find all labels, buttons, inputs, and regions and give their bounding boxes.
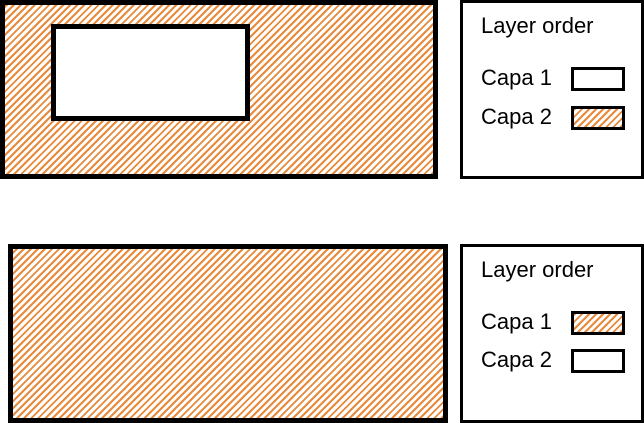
- legend-item-capa-1: Capa 1: [481, 307, 641, 337]
- legend-title: Layer order: [481, 13, 594, 38]
- legend-swatch-hatched: [571, 106, 625, 130]
- legend-title: Layer order: [481, 257, 594, 282]
- top-blank-layer: [51, 24, 250, 121]
- legend-item-capa-2: Capa 2: [481, 102, 641, 132]
- legend-swatch-blank: [571, 67, 625, 91]
- legend-item-label: Capa 1: [481, 65, 552, 90]
- legend-item-label: Capa 2: [481, 347, 552, 372]
- legend-item-capa-1: Capa 1: [481, 63, 641, 93]
- legend-item-label: Capa 1: [481, 309, 552, 334]
- legend-item-capa-2: Capa 2: [481, 345, 641, 375]
- top-legend: Layer order Capa 1 Capa 2: [460, 0, 644, 179]
- legend-swatch-hatched: [571, 311, 625, 335]
- legend-item-label: Capa 2: [481, 104, 552, 129]
- bottom-hatched-layer: [8, 244, 448, 423]
- legend-swatch-blank: [571, 349, 625, 373]
- bottom-legend: Layer order Capa 1 Capa 2: [460, 244, 644, 423]
